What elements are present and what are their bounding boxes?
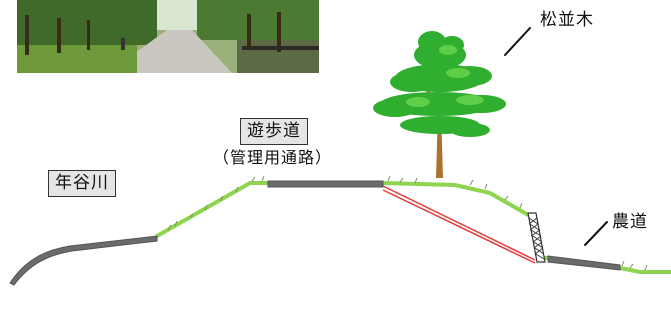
- promenade-photo: [17, 0, 319, 73]
- farm-road-surface: [547, 255, 621, 271]
- promenade-sublabel: （管理用通路）: [213, 148, 333, 167]
- promenade-road: [267, 180, 384, 188]
- river-label: 年谷川: [48, 170, 116, 197]
- photo-inset: [17, 0, 319, 73]
- promenade-label: 遊歩道: [240, 118, 308, 145]
- retaining-wall: [527, 212, 546, 263]
- guard-lines: [382, 185, 536, 264]
- grass-tufts: [167, 175, 648, 271]
- leader-lines: [504, 27, 608, 246]
- farm-road-label: 農道: [612, 212, 648, 232]
- grass-slopes: [155, 181, 671, 274]
- road-surfaces: [9, 180, 621, 286]
- pine-tree: [373, 31, 506, 178]
- river-bank-road: [9, 235, 158, 286]
- pine-row-label: 松並木: [540, 10, 594, 30]
